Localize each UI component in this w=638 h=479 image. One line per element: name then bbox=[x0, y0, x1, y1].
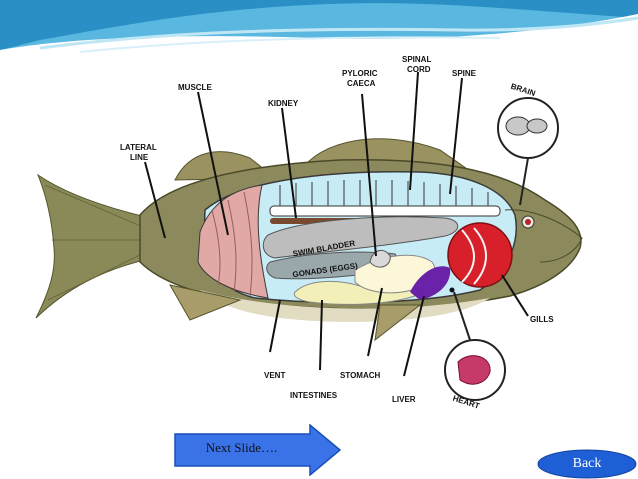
right-arrow-shape bbox=[174, 424, 342, 476]
label-intestines: INTESTINES bbox=[290, 391, 338, 400]
next-slide-label: Next Slide…. bbox=[205, 440, 278, 455]
label-spine: SPINE bbox=[452, 69, 477, 78]
label-kidney: KIDNEY bbox=[268, 99, 299, 108]
label-stomach: STOMACH bbox=[340, 371, 381, 380]
next-slide-button[interactable]: Next Slide…. bbox=[174, 424, 342, 476]
label-muscle: MUSCLE bbox=[178, 83, 212, 92]
label-spinal-2: CORD bbox=[407, 65, 431, 74]
label-lateral-2: LINE bbox=[130, 153, 149, 162]
label-gills: GILLS bbox=[530, 315, 554, 324]
leader-lines bbox=[144, 71, 529, 377]
header-wave bbox=[0, 0, 638, 60]
back-button[interactable]: Back bbox=[537, 449, 637, 479]
heart-callout bbox=[444, 291, 506, 401]
label-brain: BRAIN bbox=[510, 82, 537, 98]
back-label: Back bbox=[572, 456, 602, 471]
label-lateral-1: LATERAL bbox=[120, 143, 157, 152]
label-spinal-1: SPINAL bbox=[402, 55, 431, 64]
brain-callout bbox=[497, 97, 559, 206]
label-pyloric-1: PYLORIC bbox=[342, 69, 378, 78]
label-liver: LIVER bbox=[392, 395, 416, 404]
label-vent: VENT bbox=[264, 371, 285, 380]
fish-diagram bbox=[35, 138, 583, 342]
back-button-shape bbox=[537, 449, 637, 479]
label-pyloric-2: CAECA bbox=[347, 79, 376, 88]
